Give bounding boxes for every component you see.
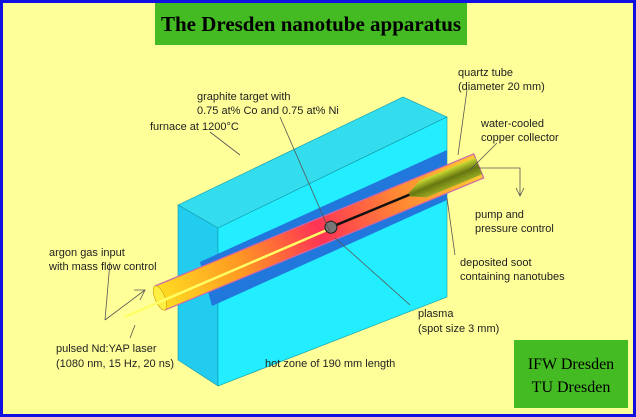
quartz-label-2: (diameter 20 mm) <box>458 81 545 93</box>
pump-label: pump and <box>475 209 524 221</box>
copper-collector <box>408 157 483 198</box>
quartz-tube <box>124 153 485 319</box>
title: The Dresden nanotube apparatus <box>161 12 461 36</box>
soot-deposit <box>330 193 410 229</box>
collector-label: water-cooled <box>480 118 544 130</box>
argon-label: argon gas input <box>49 247 125 259</box>
laser-label: pulsed Nd:YAP laser <box>56 343 157 355</box>
soot-label: deposited soot <box>460 257 532 269</box>
quartz-label: quartz tube <box>458 67 513 79</box>
collector-label-2: copper collector <box>481 132 559 144</box>
argon-label-2: with mass flow control <box>48 261 157 273</box>
pump-label-2: pressure control <box>475 223 554 235</box>
furnace-label: furnace at 1200°C <box>150 121 239 133</box>
graphite-label-2: 0.75 at% Co and 0.75 at% Ni <box>197 105 339 117</box>
pump-arrow <box>478 167 525 197</box>
institution-line1: IFW Dresden <box>528 356 614 373</box>
laser-label-2: (1080 nm, 15 Hz, 20 ns) <box>56 358 174 370</box>
plasma-label-2: (spot size 3 mm) <box>418 323 499 335</box>
hotzone-label: hot zone of 190 mm length <box>265 358 395 370</box>
graphite-label: graphite target with <box>197 91 291 103</box>
argon-arrow <box>104 289 146 321</box>
institution-line2: TU Dresden <box>532 379 611 396</box>
institution-box <box>514 340 628 408</box>
laser-beam <box>124 226 332 319</box>
plasma-label: plasma <box>418 308 454 320</box>
graphite-target <box>324 220 338 234</box>
title-box <box>155 3 467 45</box>
soot-label-2: containing nanotubes <box>460 271 565 283</box>
